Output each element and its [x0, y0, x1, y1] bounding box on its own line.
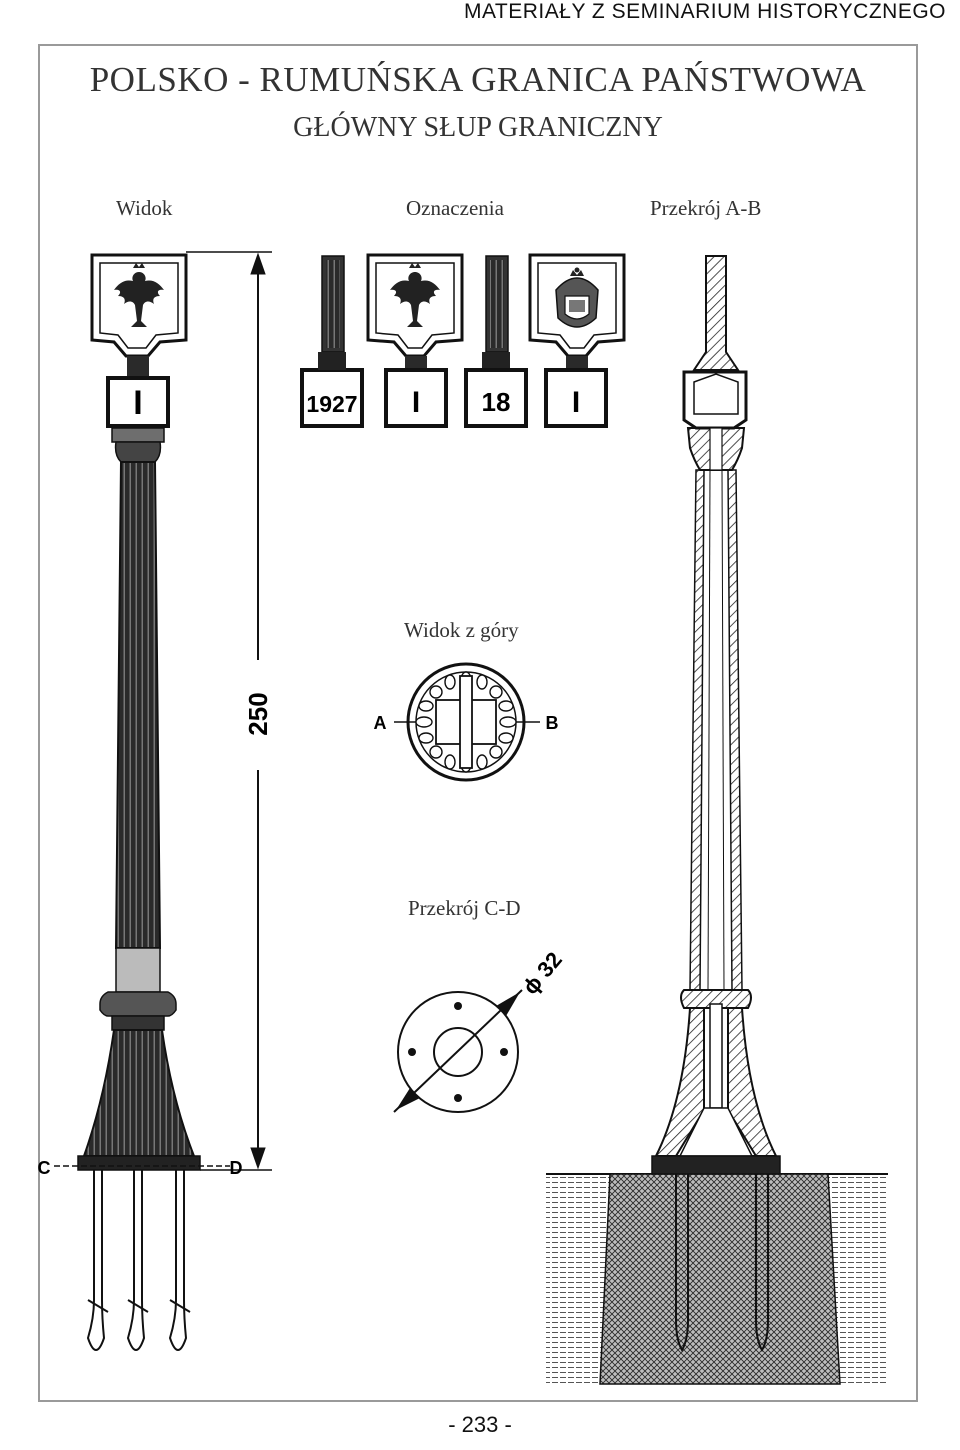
- plate-year: 1927: [306, 391, 357, 417]
- top-view: [394, 662, 540, 782]
- plate-main: I: [133, 384, 142, 422]
- mark-a: A: [374, 713, 387, 733]
- label-top-view: Widok z góry: [404, 618, 519, 642]
- page-number: - 233 -: [448, 1412, 512, 1437]
- post-cross-section: [546, 255, 888, 1385]
- romanian-coat-of-arms-icon: [555, 267, 599, 328]
- label-section-ab: Przekrój A-B: [650, 196, 762, 220]
- running-header: MATERIAŁY Z SEMINARIUM HISTORYCZNEGO: [463, 0, 946, 23]
- diameter-label: ϕ 32: [518, 947, 567, 999]
- mark-c: C: [38, 1158, 51, 1178]
- plate-post-number: 18: [482, 387, 511, 417]
- anchor-rods: [86, 1170, 191, 1351]
- height-dimension: [186, 251, 272, 1171]
- label-section-cd: Przekrój C-D: [408, 896, 521, 920]
- title-sub: GŁÓWNY SŁUP GRANICZNY: [293, 112, 663, 143]
- title-main: POLSKO - RUMUŃSKA GRANICA PAŃSTWOWA: [89, 60, 867, 99]
- plate-number-2: I: [572, 386, 580, 419]
- label-markings: Oznaczenia: [406, 196, 504, 220]
- eagle-icon: [114, 263, 164, 327]
- eagle-icon: [390, 263, 440, 327]
- label-view: Widok: [116, 196, 173, 220]
- markings-group: [300, 253, 626, 428]
- plate-number-1: I: [412, 386, 420, 419]
- post-side-view: [54, 253, 230, 1351]
- mark-d: D: [230, 1158, 243, 1178]
- mark-b: B: [546, 713, 559, 733]
- height-dimension-label: 250: [243, 692, 273, 735]
- section-cd: [393, 989, 523, 1113]
